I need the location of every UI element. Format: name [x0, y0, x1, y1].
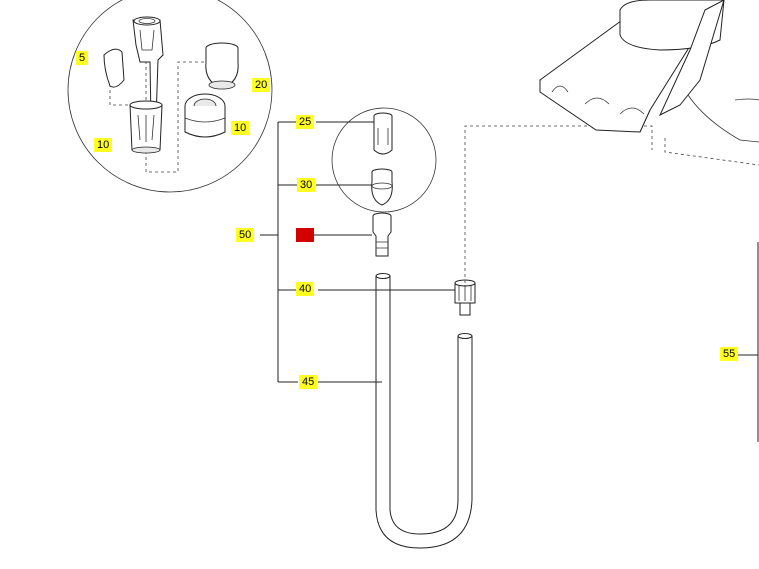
part-35-connector	[372, 212, 392, 257]
callout-35-selected[interactable]: 35	[296, 228, 315, 242]
detail-circle-top-left	[67, 0, 273, 193]
bracket-50	[260, 121, 455, 383]
part-45-hose	[375, 273, 473, 549]
callout-5[interactable]: 5	[76, 51, 89, 65]
callout-50[interactable]: 50	[236, 228, 255, 242]
base-unit-top-right	[539, 0, 759, 143]
callout-25[interactable]: 25	[296, 115, 315, 129]
callout-20[interactable]: 20	[252, 78, 271, 92]
routing-line	[464, 125, 759, 283]
detail-circle-middle	[331, 107, 437, 213]
callout-55[interactable]: 55	[720, 347, 739, 361]
callout-30[interactable]: 30	[297, 178, 316, 192]
bracket-55	[738, 242, 759, 442]
callout-45[interactable]: 45	[299, 375, 318, 389]
callout-10-left[interactable]: 10	[94, 138, 113, 152]
callout-10-right[interactable]: 10	[231, 121, 250, 135]
callout-40[interactable]: 40	[296, 282, 315, 296]
part-40-fitting	[454, 279, 476, 316]
